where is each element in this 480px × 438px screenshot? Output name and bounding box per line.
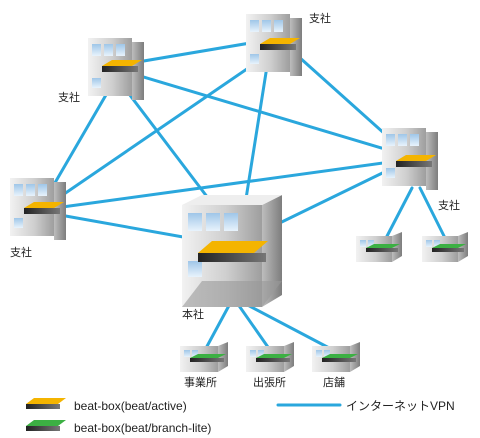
lite-site-right-1 <box>356 232 402 262</box>
label-branch-top-center: 支社 <box>309 11 331 25</box>
link-right-s1 <box>383 186 414 242</box>
link-left-hq <box>58 213 202 242</box>
branch-building-right <box>382 128 438 190</box>
lite-device-suboffice <box>256 354 292 358</box>
active-device-left <box>24 202 64 208</box>
link-tl-tc <box>118 38 270 67</box>
link-tl-right <box>118 68 407 157</box>
lite-device-store <box>322 354 358 358</box>
label-office: 事業所 <box>184 376 217 389</box>
lite-device-right-1 <box>366 244 400 248</box>
label-branch-left: 支社 <box>10 245 32 259</box>
label-branch-top-left: 支社 <box>58 90 80 104</box>
lite-device-right-2 <box>432 244 466 248</box>
link-hq-store <box>236 298 335 352</box>
link-tl-left <box>43 86 112 202</box>
link-left-right <box>53 158 407 210</box>
link-right-s2 <box>418 186 448 242</box>
label-branch-right: 支社 <box>438 198 460 212</box>
legend-vpn-label: インターネットVPN <box>346 399 455 413</box>
link-tc-left <box>46 58 262 207</box>
hq-building <box>182 195 282 307</box>
link-tc-hq <box>243 58 270 207</box>
active-device-right <box>396 155 436 161</box>
label-hq: 本社 <box>182 307 204 321</box>
lite-site-store <box>312 342 360 372</box>
lite-site-office <box>180 342 228 372</box>
legend-branch-lite-label: beat-box(beat/branch-lite) <box>74 421 211 435</box>
legend-active-icon <box>26 398 66 409</box>
vpn-links <box>43 38 448 352</box>
lite-site-suboffice <box>246 342 294 372</box>
active-device-tl <box>102 60 142 66</box>
active-device-hq <box>198 241 268 253</box>
legend-active-label: beat-box(beat/active) <box>74 399 187 413</box>
legend-branch-lite-icon <box>26 420 66 431</box>
link-tl-hq <box>118 80 210 200</box>
lite-device-office <box>190 354 226 358</box>
active-device-tc <box>260 38 300 44</box>
link-hq-office <box>203 298 234 352</box>
label-sub-office: 出張所 <box>253 375 286 389</box>
link-hq-suboffice <box>233 298 272 352</box>
branch-building-top-center <box>246 14 302 76</box>
label-store: 店舗 <box>323 375 345 389</box>
lite-site-right-2 <box>422 232 468 262</box>
branch-building-top-left <box>88 38 144 100</box>
branch-building-left <box>10 178 66 240</box>
legend: beat-box(beat/active) beat-box(beat/bran… <box>26 398 455 435</box>
